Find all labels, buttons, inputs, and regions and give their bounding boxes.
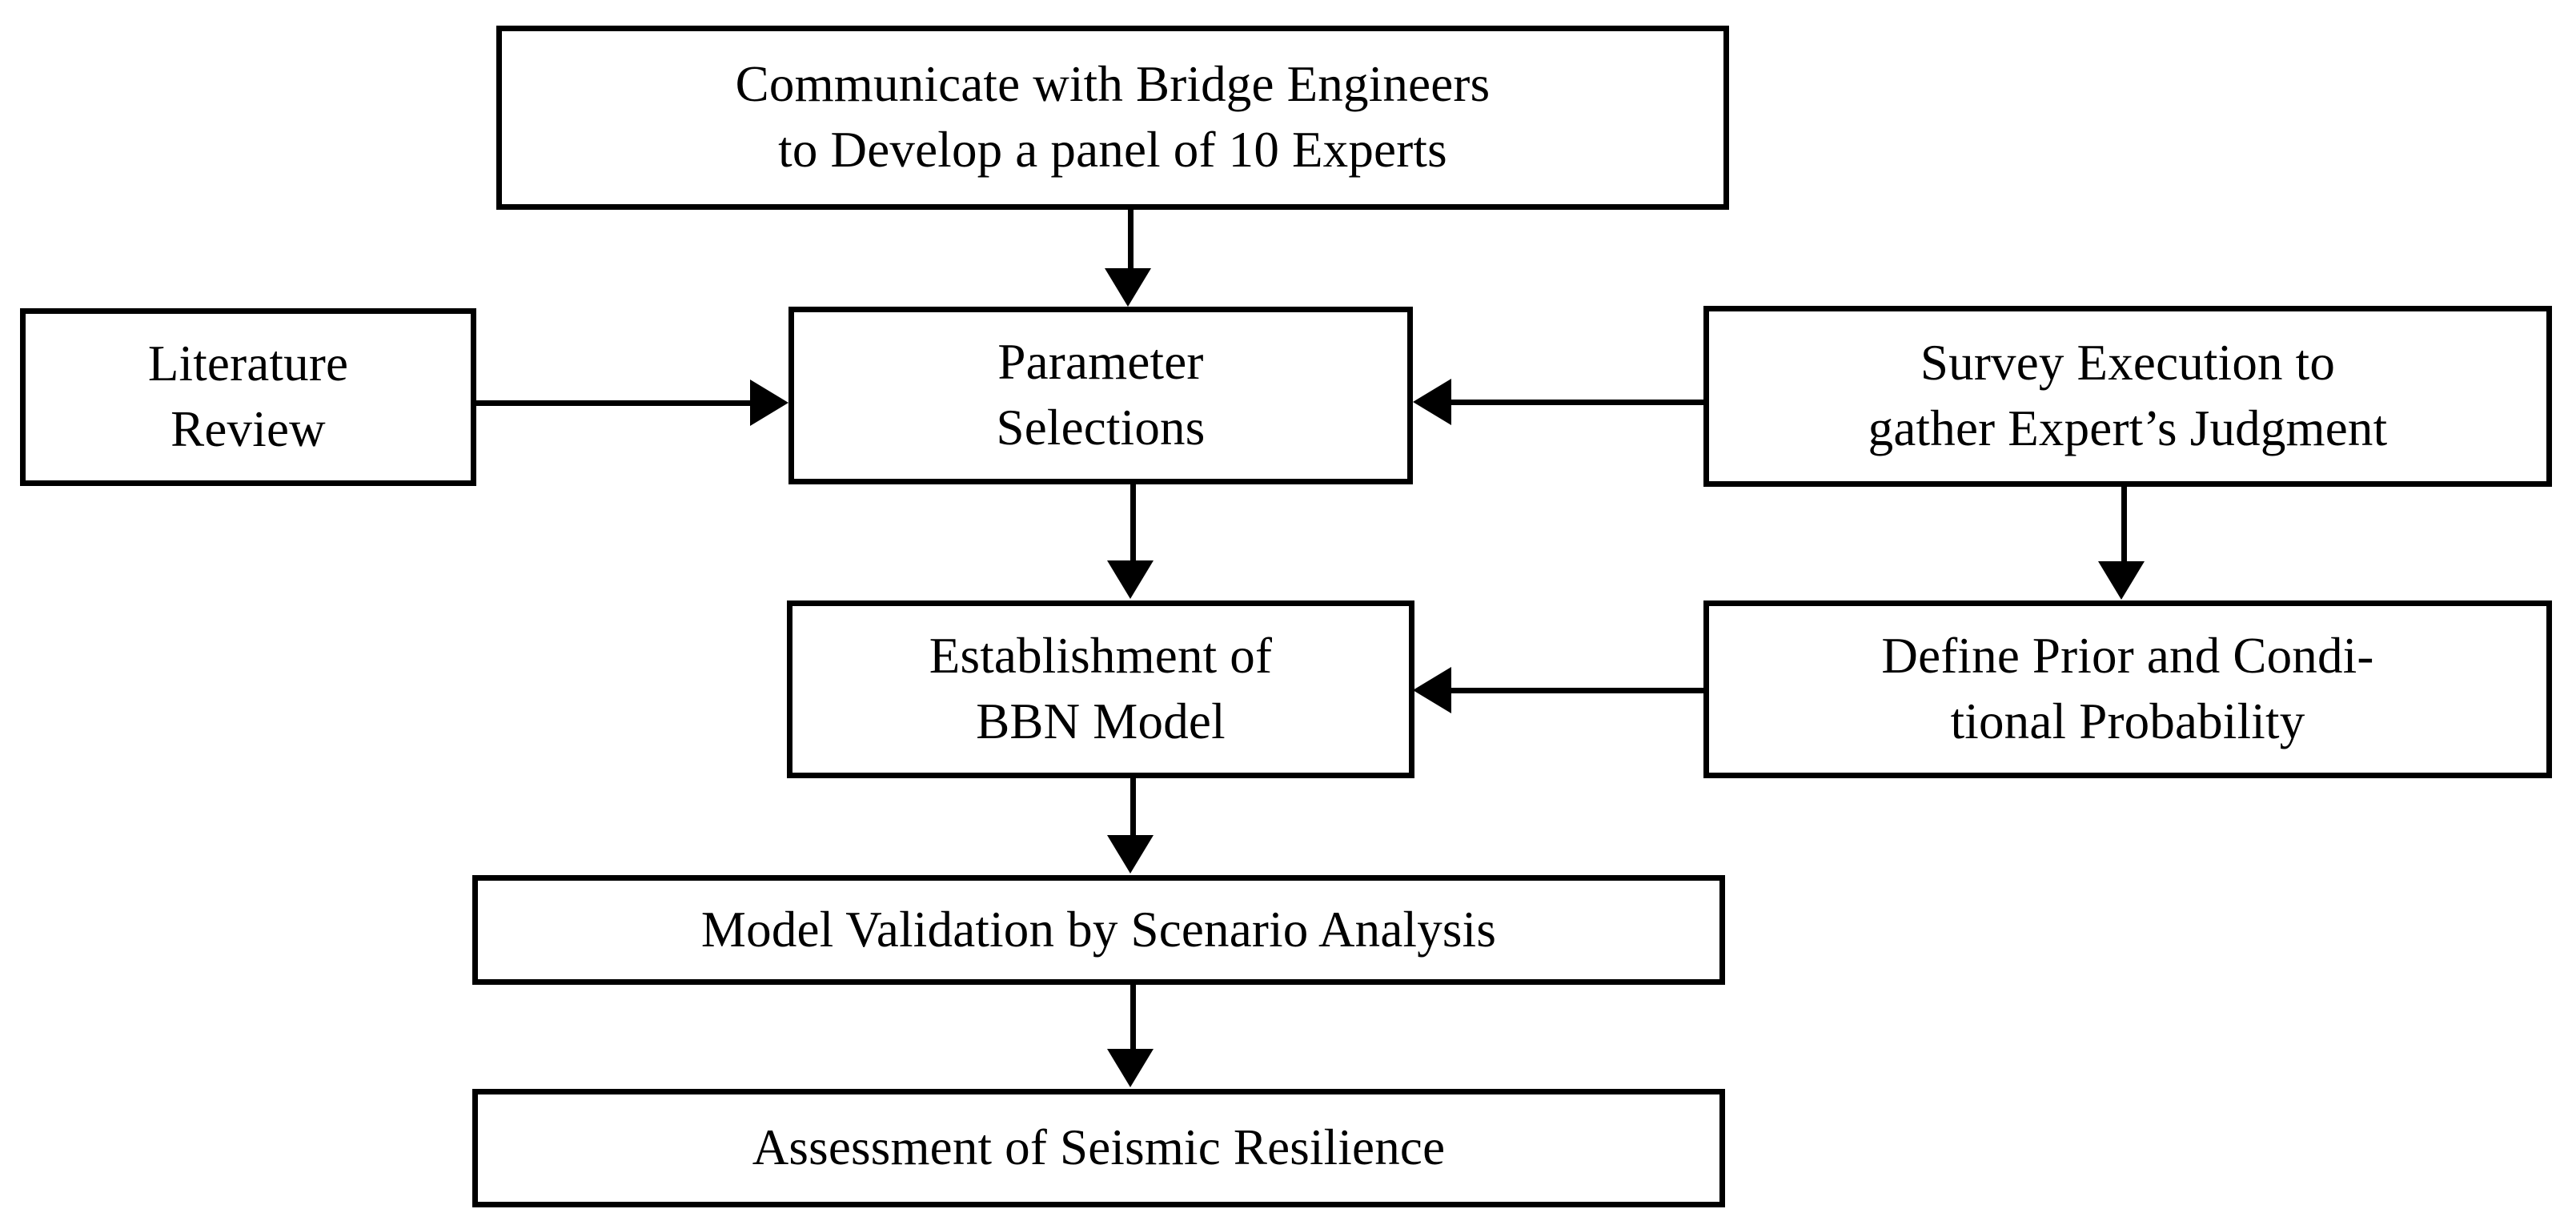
- arrow-right-icon: [750, 380, 788, 426]
- arrow-down-icon: [1105, 268, 1151, 307]
- node-literature-label: Literature Review: [147, 335, 349, 457]
- node-bbn-label: Establishment of BBN Model: [929, 628, 1273, 749]
- node-parameter-label: Parameter Selections: [996, 334, 1206, 456]
- node-prior-label: Define Prior and Condi- tional Probabili…: [1881, 628, 2374, 749]
- edge-line: [476, 400, 752, 406]
- arrow-down-icon: [1107, 560, 1154, 599]
- arrow-down-icon: [2098, 561, 2145, 600]
- edge-line: [1451, 400, 1705, 405]
- arrow-left-icon: [1413, 667, 1451, 713]
- node-survey-label: Survey Execution to gather Expert’s Judg…: [1868, 335, 2388, 456]
- node-survey-execution[interactable]: Survey Execution to gather Expert’s Judg…: [1703, 306, 2552, 487]
- arrow-left-icon: [1413, 379, 1451, 425]
- node-model-validation-by-scenario-analysis[interactable]: Model Validation by Scenario Analysis: [472, 875, 1725, 985]
- node-communicate-label: Communicate with Bridge Engineers to Dev…: [735, 56, 1491, 178]
- edge-line: [1451, 688, 1705, 693]
- node-communicate-with-bridge-engineers[interactable]: Communicate with Bridge Engineers to Dev…: [496, 26, 1729, 210]
- edge-line: [1130, 985, 1136, 1050]
- node-literature-review[interactable]: Literature Review: [20, 308, 476, 486]
- arrow-down-icon: [1107, 835, 1154, 874]
- node-assessment-of-seismic-resilience[interactable]: Assessment of Seismic Resilience: [472, 1089, 1725, 1207]
- node-establishment-of-bbn-model[interactable]: Establishment of BBN Model: [787, 600, 1414, 778]
- node-assessment-label: Assessment of Seismic Resilience: [752, 1119, 1446, 1176]
- edge-line: [1130, 484, 1136, 562]
- node-define-prior-conditional-probability[interactable]: Define Prior and Condi- tional Probabili…: [1703, 600, 2552, 778]
- edge-line: [2121, 487, 2127, 563]
- edge-line: [1130, 778, 1136, 837]
- node-parameter-selections[interactable]: Parameter Selections: [788, 307, 1413, 484]
- edge-line: [1128, 210, 1134, 270]
- node-validation-label: Model Validation by Scenario Analysis: [700, 901, 1497, 958]
- arrow-down-icon: [1107, 1049, 1154, 1087]
